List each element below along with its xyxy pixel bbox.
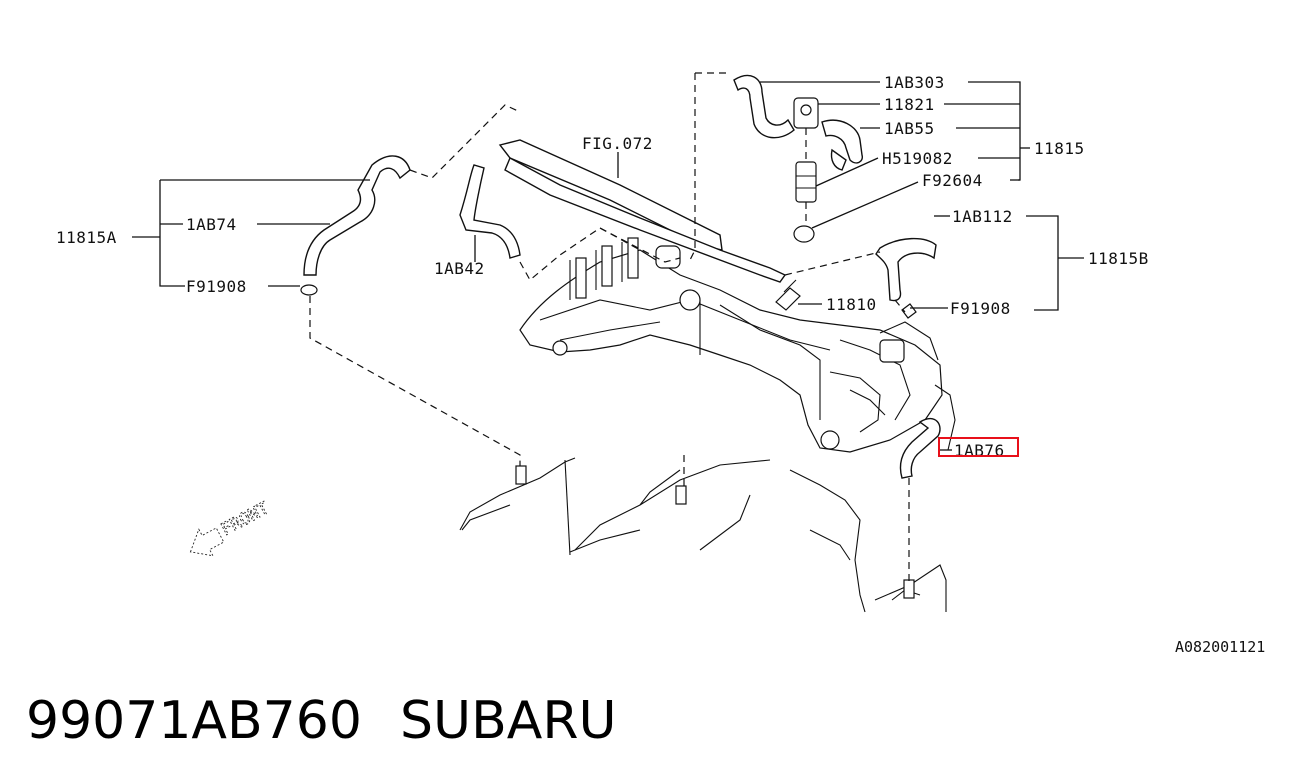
intake-manifold-drawing — [519, 237, 943, 453]
part-labels: 1AB303 11821 1AB55 H519082 F92604 11815 … — [56, 73, 1149, 460]
label-11821[interactable]: 11821 — [884, 95, 935, 114]
label-1ab55[interactable]: 1AB55 — [884, 119, 935, 138]
label-1ab303[interactable]: 1AB303 — [884, 73, 945, 92]
label-f92604[interactable]: F92604 — [922, 171, 983, 190]
label-1ab112[interactable]: 1AB112 — [952, 207, 1013, 226]
caption-brand: SUBARU — [400, 691, 617, 751]
caption-part-number: 99071AB760 — [26, 691, 362, 751]
leader-lines — [132, 81, 1084, 451]
label-11815b[interactable]: 11815B — [1088, 249, 1149, 268]
engine-block-drawing — [459, 384, 956, 613]
label-1ab42[interactable]: 1AB42 — [434, 259, 485, 278]
label-f91908-right[interactable]: F91908 — [950, 299, 1011, 318]
routing-dashes — [309, 72, 910, 582]
front-marker: FRONT — [189, 498, 273, 557]
label-fig072[interactable]: FIG.072 — [582, 134, 653, 153]
highlight-box — [938, 437, 1019, 457]
label-h519082[interactable]: H519082 — [882, 149, 953, 168]
reference-code: A082001121 — [1175, 638, 1265, 656]
label-f91908-left[interactable]: F91908 — [186, 277, 247, 296]
label-1ab76[interactable]: 1AB76 — [954, 441, 1005, 460]
label-1ab74[interactable]: 1AB74 — [186, 215, 237, 234]
label-11815a[interactable]: 11815A — [56, 228, 117, 247]
front-arrow-icon — [189, 527, 225, 557]
front-label: FRONT — [218, 499, 273, 541]
label-11815[interactable]: 11815 — [1034, 139, 1085, 158]
label-11810[interactable]: 11810 — [826, 295, 877, 314]
hoses — [300, 74, 941, 479]
